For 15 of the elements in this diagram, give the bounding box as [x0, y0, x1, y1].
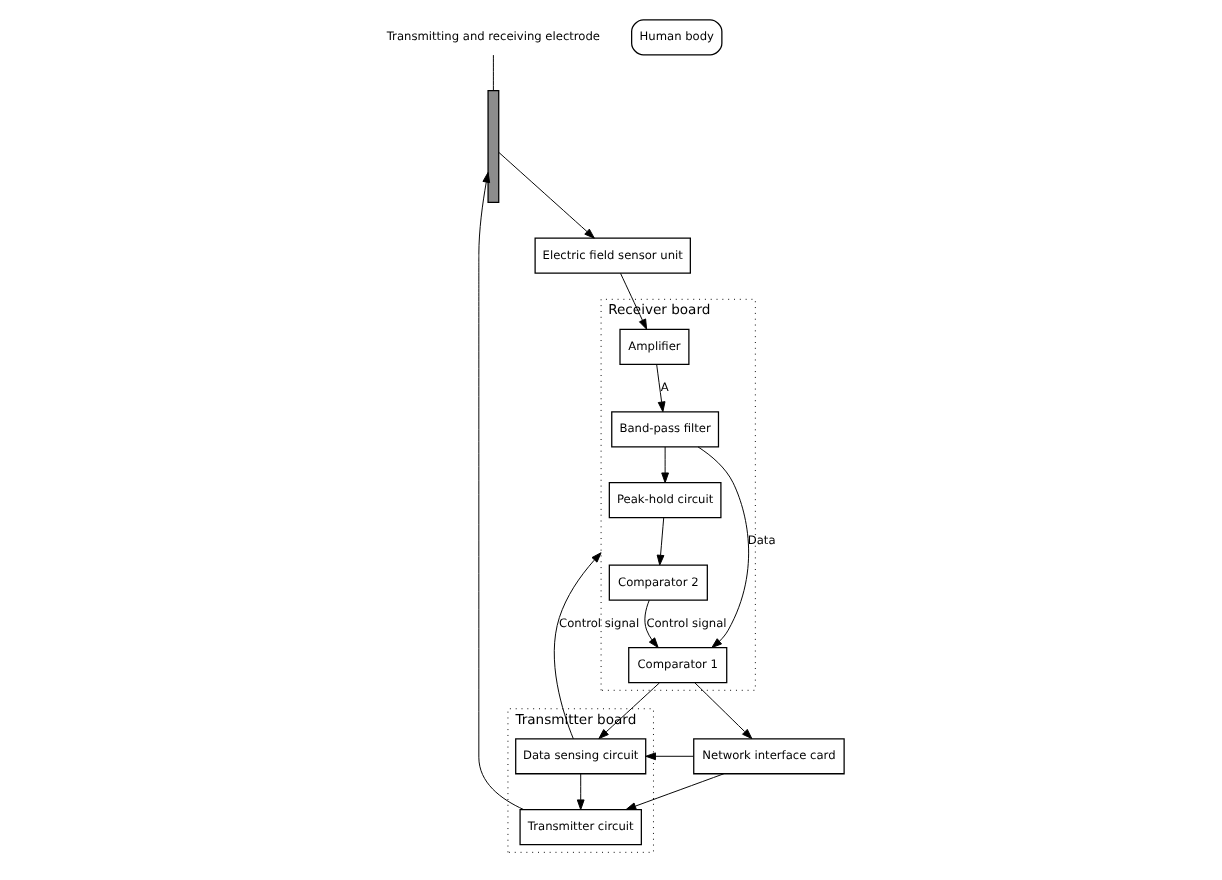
- arrow: [643, 599, 658, 649]
- arrow: [619, 272, 647, 330]
- arrow: [552, 552, 601, 740]
- arrow: [477, 172, 524, 811]
- arrow: [693, 682, 752, 740]
- node-bar: [486, 90, 499, 203]
- arrow: [660, 446, 668, 484]
- arrow: [655, 517, 664, 566]
- arrow: [696, 446, 749, 649]
- arrow: [624, 773, 724, 811]
- arrow: [575, 773, 584, 811]
- arrow: [497, 151, 594, 239]
- connector: [491, 54, 493, 91]
- arrow: [644, 752, 693, 761]
- arrow: [655, 364, 665, 413]
